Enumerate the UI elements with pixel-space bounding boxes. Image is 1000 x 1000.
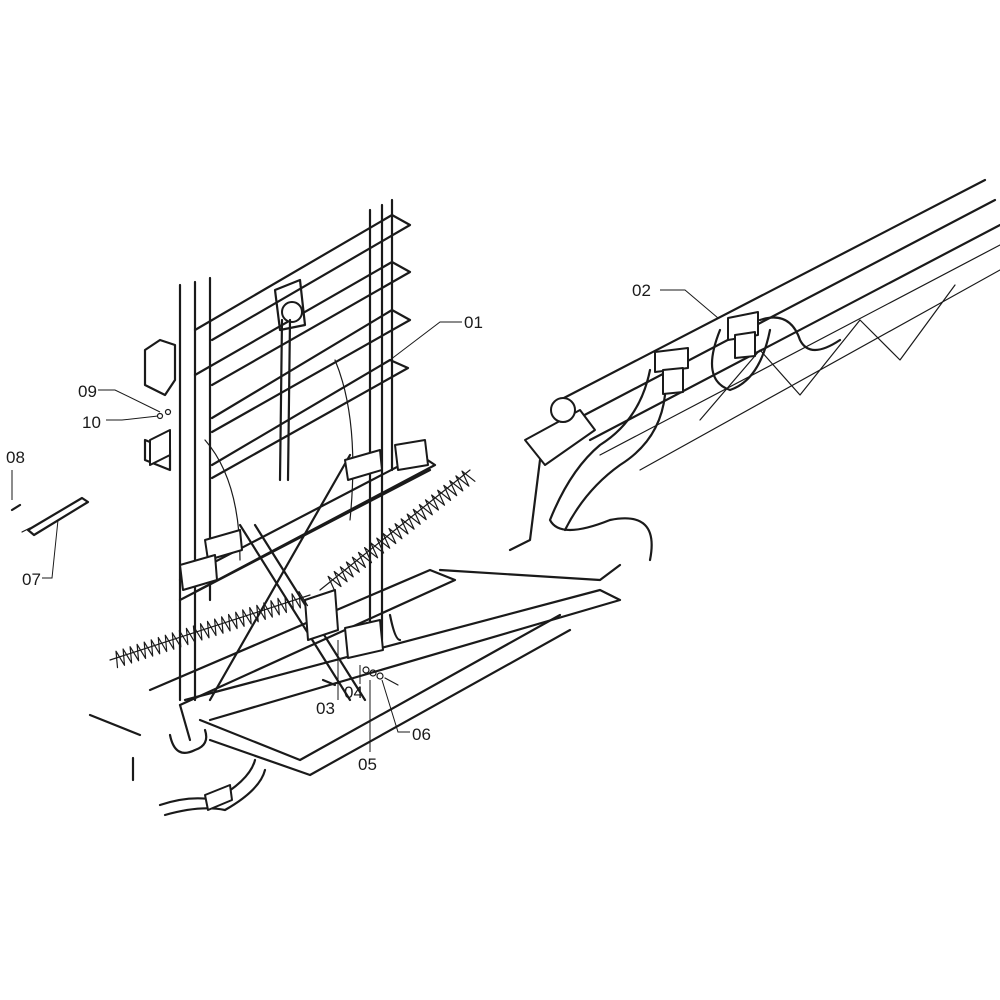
lower-spring-coil (115, 590, 309, 669)
callout-03: 03 (316, 699, 335, 718)
mast-frame (143, 198, 412, 702)
callout-05: 05 (358, 755, 377, 774)
lower-frame (88, 563, 622, 817)
leader-lines (11, 289, 719, 752)
callout-07: 07 (22, 570, 41, 589)
callout-08: 08 (6, 448, 25, 467)
boom-arm (508, 178, 1000, 562)
tension-springs (109, 469, 471, 661)
callout-04: 04 (344, 683, 363, 702)
callout-02: 02 (632, 281, 651, 300)
upper-spring-coil (327, 470, 476, 592)
callout-06: 06 (412, 725, 431, 744)
callout-labels: 01 02 03 04 05 06 07 08 09 10 (6, 281, 651, 774)
hardware-parts (10, 408, 399, 687)
callout-09: 09 (78, 382, 97, 401)
callout-10: 10 (82, 413, 101, 432)
callout-01: 01 (464, 313, 483, 332)
